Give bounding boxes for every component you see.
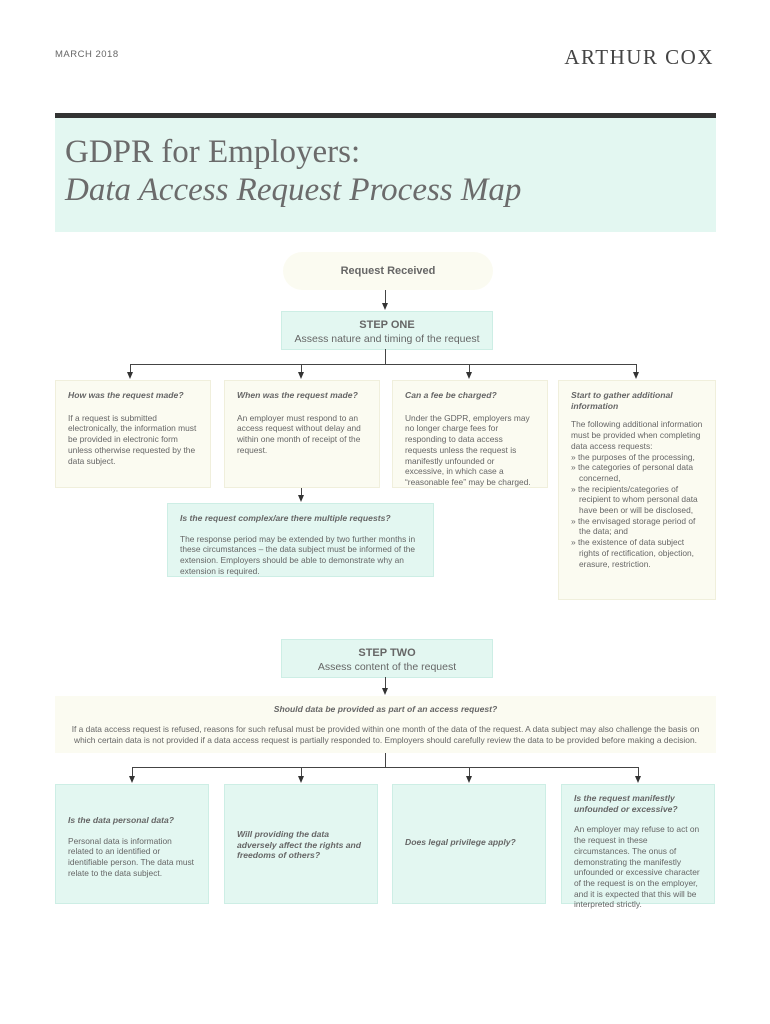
arrow-down-icon (127, 372, 133, 379)
box-text: The response period may be extended by t… (180, 533, 416, 576)
arrow-down-icon (633, 372, 639, 379)
fee-box: Can a fee be charged? Under the GDPR, em… (392, 380, 548, 488)
connector-line (301, 767, 302, 776)
arthur-cox-logo: ARTHUR COX (564, 45, 714, 69)
box-question: Start to gather additional information (571, 390, 673, 411)
connector-line (301, 488, 302, 496)
manifestly-unfounded-box: Is the request manifestly unfounded or e… (561, 784, 715, 909)
box-text: If a data access request is refused, rea… (71, 724, 700, 745)
connector-line (385, 753, 386, 767)
arrow-down-icon (466, 372, 472, 379)
box-text: An employer must respond to an access re… (237, 412, 361, 455)
box-text: If a request is submitted electronically… (68, 412, 197, 466)
connector-line (636, 364, 637, 373)
complex-request-box: Is the request complex/are there multipl… (167, 503, 434, 577)
connector-line (638, 767, 639, 776)
header-rule (55, 113, 716, 118)
step-two-heading: STEP TWO (358, 647, 416, 659)
box-question: Will providing the data adversely affect… (237, 829, 362, 861)
connector-line (130, 364, 637, 365)
connector-line (469, 364, 470, 373)
step-one-subtitle: Assess nature and timing of the request (294, 333, 480, 345)
box-question: How was the request made? (68, 390, 184, 400)
request-received-node: Request Received (283, 252, 493, 290)
box-question: Should data be provided as part of an ac… (273, 704, 498, 714)
box-question: When was the request made? (237, 390, 358, 400)
box-text: Personal data is information related to … (68, 835, 195, 878)
connector-line (132, 767, 638, 768)
box-question: Is the request manifestly unfounded or e… (574, 793, 678, 814)
legal-privilege-box: Does legal privilege apply? (392, 784, 546, 904)
box-question: Can a fee be charged? (405, 390, 497, 400)
connector-line (385, 349, 386, 364)
page-title: GDPR for Employers: (65, 134, 361, 170)
arrow-down-icon (382, 303, 388, 310)
list-item: » the categories of personal data concer… (571, 462, 693, 483)
step-one-heading: STEP ONE (359, 319, 415, 331)
provide-data-box: Should data be provided as part of an ac… (55, 696, 716, 753)
box-question: Does legal privilege apply? (405, 837, 516, 847)
box-text: The following additional information mus… (571, 419, 703, 451)
arrow-down-icon (129, 776, 135, 783)
box-question: Is the data personal data? (68, 815, 175, 825)
how-request-made-box: How was the request made? If a request i… (55, 380, 211, 488)
step-two-subtitle: Assess content of the request (317, 661, 457, 673)
step-one-box: STEP ONE Assess nature and timing of the… (281, 311, 493, 350)
arrow-down-icon (298, 372, 304, 379)
title-banner: GDPR for Employers: Data Access Request … (55, 118, 716, 232)
connector-line (385, 677, 386, 689)
connector-line (385, 290, 386, 304)
list-item: » the envisaged storage period of the da… (571, 515, 696, 537)
arrow-down-icon (298, 776, 304, 783)
box-text: An employer may refuse to act on the req… (574, 824, 700, 910)
publication-date: MARCH 2018 (55, 49, 119, 60)
arrow-down-icon (382, 688, 388, 695)
connector-line (301, 364, 302, 373)
list-item: » the recipients/categories of recipient… (571, 483, 698, 516)
box-question: Is the request complex/are there multipl… (180, 513, 391, 523)
connector-line (132, 767, 133, 776)
list-item: » the purposes of the processing, (571, 451, 695, 462)
step-two-box: STEP TWO Assess content of the request (281, 639, 493, 678)
page-subtitle: Data Access Request Process Map (65, 172, 522, 208)
additional-information-box: Start to gather additional information T… (558, 380, 716, 600)
when-request-made-box: When was the request made? An employer m… (224, 380, 380, 488)
list-item: » the existence of data subject rights o… (571, 537, 694, 569)
connector-line (130, 364, 131, 373)
arrow-down-icon (635, 776, 641, 783)
connector-line (469, 767, 470, 776)
rights-of-others-box: Will providing the data adversely affect… (224, 784, 378, 904)
box-text: Under the GDPR, employers may no longer … (405, 412, 531, 487)
arrow-down-icon (298, 495, 304, 502)
personal-data-box: Is the data personal data? Personal data… (55, 784, 209, 904)
arrow-down-icon (466, 776, 472, 783)
